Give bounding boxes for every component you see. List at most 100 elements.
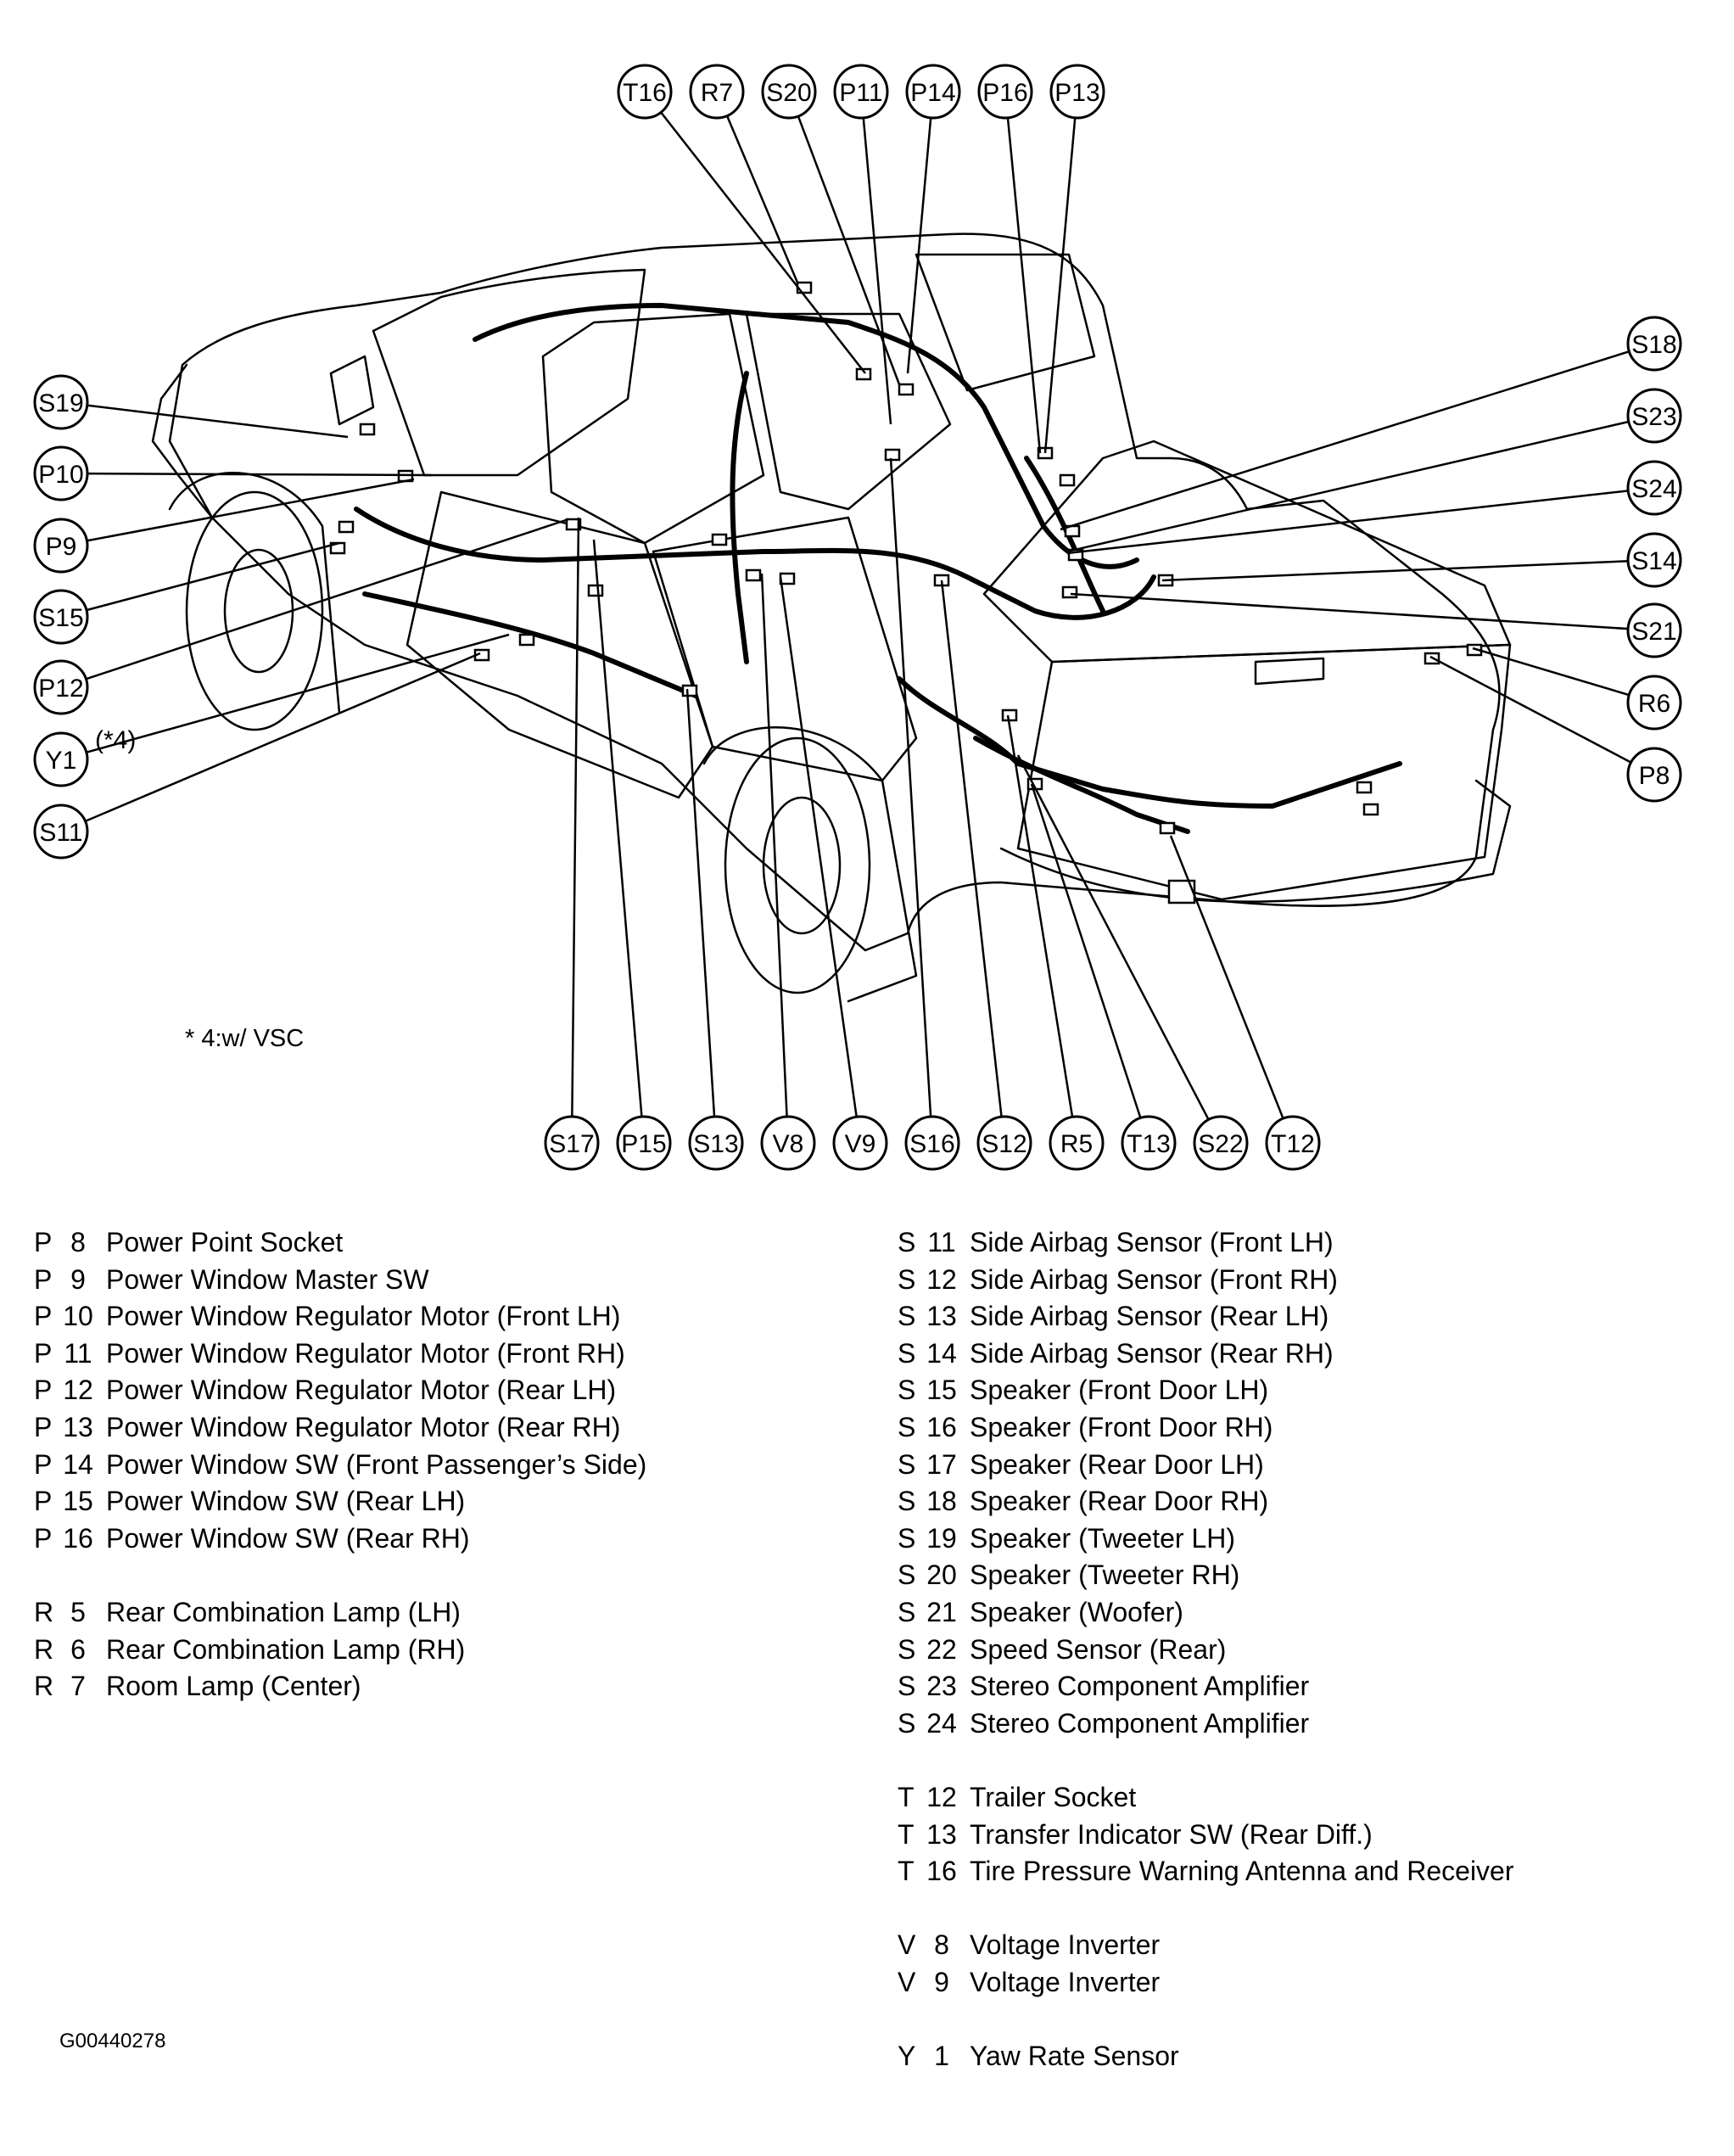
leader-line-s17 — [570, 517, 580, 1144]
callout-label: T13 — [1127, 1130, 1171, 1158]
callout-s20: S20 — [761, 64, 817, 120]
connector — [1362, 803, 1379, 816]
callout-label: P12 — [38, 675, 83, 703]
leader-line-v8 — [760, 573, 790, 1144]
legend-number: 16 — [63, 1522, 93, 1554]
callout-p8: P8 — [1626, 747, 1682, 803]
legend-number: 7 — [70, 1671, 86, 1702]
callout-label: S16 — [909, 1130, 954, 1158]
connector — [1059, 473, 1076, 487]
legend-gap — [898, 2001, 1712, 2038]
callout-circle — [1626, 675, 1682, 731]
legend-letter: S — [898, 1633, 916, 1665]
callout-label: S21 — [1631, 618, 1676, 646]
legend-number: 5 — [70, 1596, 86, 1627]
callout-t12: T12 — [1265, 1115, 1321, 1171]
leader-line-r5 — [1006, 714, 1078, 1144]
callout-circle — [1626, 532, 1682, 588]
callout-label: S17 — [549, 1130, 594, 1158]
legend-description: Voltage Inverter — [970, 1929, 1161, 1961]
legend-letter: P — [34, 1375, 53, 1406]
leader-lines — [60, 91, 1655, 1144]
legend-letter: V — [898, 1966, 916, 1997]
legend-description: Side Airbag Sensor (Front LH) — [970, 1227, 1334, 1257]
callout-label: S18 — [1631, 331, 1676, 359]
legend-number: 16 — [926, 1411, 957, 1442]
legend-letter: P — [34, 1522, 53, 1554]
legend-number: 13 — [63, 1411, 93, 1442]
callout-circle — [33, 731, 89, 787]
leader-line-s24 — [1066, 486, 1655, 555]
callout-label: P13 — [1054, 79, 1099, 107]
leader-line-t13 — [1030, 783, 1150, 1144]
callout-s15: S15 — [33, 589, 89, 645]
legend-letter: T — [898, 1856, 915, 1887]
legend-number: 16 — [926, 1856, 957, 1887]
callout-label: S22 — [1198, 1130, 1243, 1158]
callout-label: S11 — [39, 819, 82, 847]
callout-p15: P15 — [616, 1115, 672, 1171]
callout-s22: S22 — [1193, 1115, 1249, 1171]
callout-circle — [689, 64, 745, 120]
legend-description: Power Window SW (Rear RH) — [106, 1522, 470, 1554]
leader-line-s16 — [889, 457, 934, 1144]
legend-number: 13 — [926, 1301, 957, 1332]
legend-letter: S — [898, 1375, 916, 1406]
connector — [1356, 781, 1373, 794]
callout-v8: V8 — [760, 1115, 816, 1171]
callout-circle — [33, 589, 89, 645]
rear-wheel-hub — [762, 796, 842, 935]
callout-s17: S17 — [544, 1115, 600, 1171]
legend-number: 11 — [64, 1337, 92, 1369]
legend-number: 15 — [926, 1375, 957, 1406]
callout-circle — [33, 374, 89, 430]
callout-label: P9 — [46, 533, 77, 561]
callout-circle — [905, 64, 961, 120]
callout-circle — [904, 1115, 960, 1171]
callout-circle — [760, 1115, 816, 1171]
callout-p12: P12 — [33, 659, 89, 715]
front-wheel — [185, 490, 324, 731]
legend-letter: P — [34, 1263, 53, 1295]
leader-line-s13 — [685, 688, 718, 1144]
legend-number: 22 — [926, 1633, 957, 1665]
legend-description: Power Window SW (Front Passenger’s Side) — [106, 1448, 647, 1480]
callout-circle — [1626, 316, 1682, 372]
legend-number: 24 — [926, 1707, 957, 1739]
callout-s24: S24 — [1626, 460, 1682, 516]
legend-number: 12 — [926, 1263, 957, 1295]
legend-description: Speaker (Front Door LH) — [970, 1375, 1269, 1406]
bed-harness — [897, 676, 1402, 809]
callout-s18: S18 — [1626, 316, 1682, 372]
legend-letter: S — [898, 1263, 916, 1295]
rear-wheel — [724, 736, 871, 994]
legend-number: 1 — [934, 2041, 949, 2072]
legend-item: P 16 Power Window SW (Rear RH) — [34, 1520, 797, 1558]
leader-line-s19 — [60, 400, 349, 439]
leader-line-r6 — [1472, 647, 1655, 704]
legend-letter: S — [898, 1596, 916, 1627]
leader-line-p13 — [1043, 91, 1079, 454]
legend-letter: S — [898, 1671, 916, 1702]
leader-line-t16 — [644, 91, 866, 374]
rear-door-window — [745, 312, 952, 511]
callout-circle — [688, 1115, 744, 1171]
legend-letter: P — [34, 1448, 53, 1480]
legend-description: Speaker (Tweeter RH) — [970, 1560, 1240, 1591]
legend-description: Speaker (Rear Door LH) — [970, 1448, 1264, 1480]
callout-t13: T13 — [1121, 1115, 1177, 1171]
legend-description: Power Window Regulator Motor (Rear RH) — [106, 1411, 621, 1442]
pillar-harness — [730, 371, 749, 664]
